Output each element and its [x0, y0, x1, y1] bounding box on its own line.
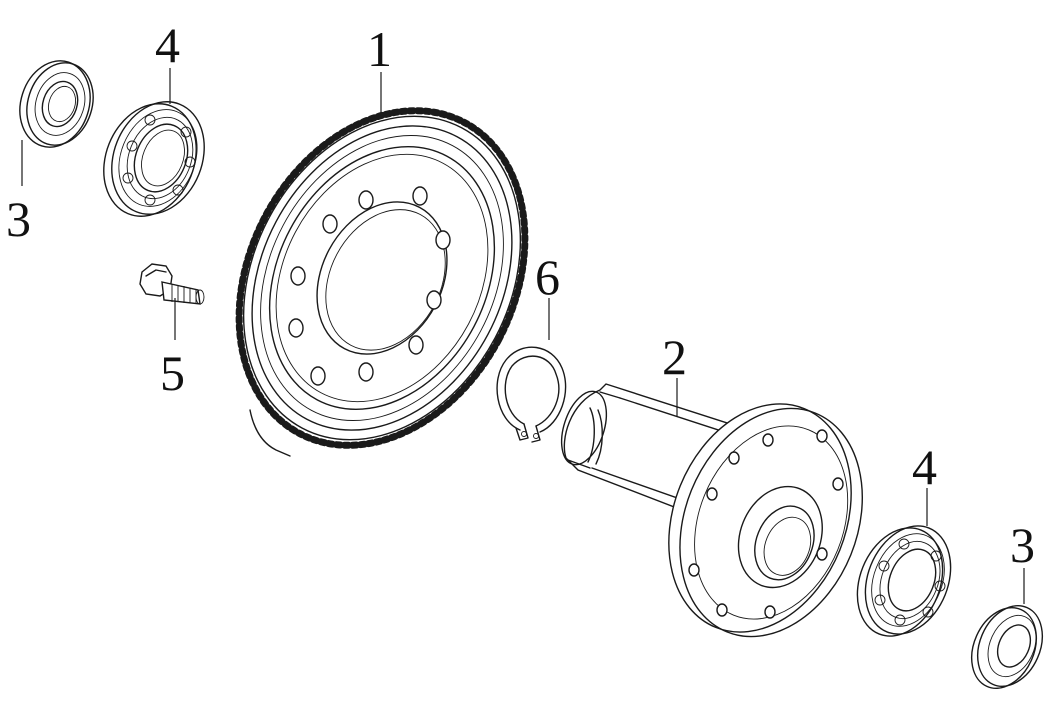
callout-5: 5: [160, 345, 185, 401]
callout-2: 2: [662, 329, 687, 385]
ring-gear: [235, 107, 529, 457]
callout-6: 6: [535, 249, 560, 305]
callout-3-left: 3: [6, 191, 31, 247]
callout-4-right: 4: [912, 439, 937, 495]
output-shaft: [560, 383, 863, 638]
leader-lines: [21, 68, 1025, 604]
ball-bearing-left: [103, 101, 205, 217]
ball-bearing-right: [856, 525, 952, 637]
snap-ring: [496, 346, 567, 443]
callout-3-right: 3: [1010, 517, 1035, 573]
flange-bolt: [139, 263, 205, 305]
oil-seal-right: [971, 605, 1043, 689]
callout-4-left: 4: [155, 17, 180, 73]
oil-seal-left: [19, 60, 94, 148]
callout-1: 1: [367, 21, 392, 77]
